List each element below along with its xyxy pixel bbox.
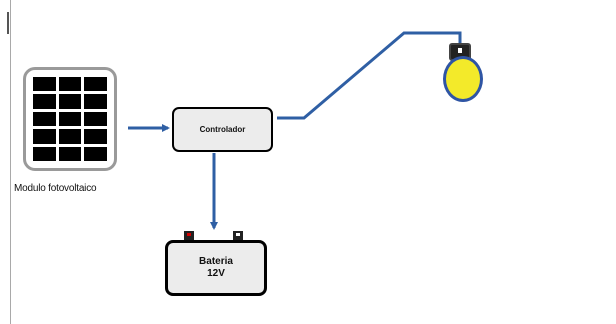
solar-panel-icon bbox=[23, 67, 117, 171]
bulb-socket-notch bbox=[458, 48, 462, 53]
controller-label: Controlador bbox=[199, 125, 246, 134]
solar-cell bbox=[33, 111, 56, 127]
controller-box: Controlador bbox=[172, 107, 273, 152]
wire-controller-to-bulb bbox=[277, 31, 462, 120]
solar-cell bbox=[84, 111, 107, 127]
solar-cell bbox=[84, 129, 107, 144]
left-border-tick bbox=[7, 12, 9, 34]
solar-cell bbox=[33, 94, 56, 109]
positive-marker bbox=[187, 233, 191, 236]
solar-cell bbox=[84, 146, 107, 161]
solar-cell bbox=[33, 77, 56, 92]
battery-positive-terminal bbox=[184, 231, 194, 240]
solar-cell bbox=[33, 129, 56, 144]
solar-cell bbox=[58, 77, 82, 92]
solar-cell bbox=[58, 94, 82, 109]
solar-cell bbox=[84, 94, 107, 109]
negative-marker bbox=[236, 233, 240, 236]
battery-icon: Bateria 12V bbox=[165, 240, 267, 296]
battery-label: Bateria 12V bbox=[199, 256, 233, 280]
battery-negative-terminal bbox=[233, 231, 243, 240]
solar-cell bbox=[58, 129, 82, 144]
solar-cell bbox=[58, 111, 82, 127]
solar-panel-label: Modulo fotovoltaico bbox=[14, 183, 97, 194]
solar-cell bbox=[84, 77, 107, 92]
battery-label-voltage: 12V bbox=[207, 268, 225, 279]
solar-cells-grid bbox=[33, 77, 107, 161]
solar-cell bbox=[33, 146, 56, 161]
light-bulb-icon bbox=[443, 56, 483, 102]
battery-label-name: Bateria bbox=[199, 256, 233, 267]
solar-cell bbox=[58, 146, 82, 161]
left-border-line bbox=[10, 0, 11, 324]
